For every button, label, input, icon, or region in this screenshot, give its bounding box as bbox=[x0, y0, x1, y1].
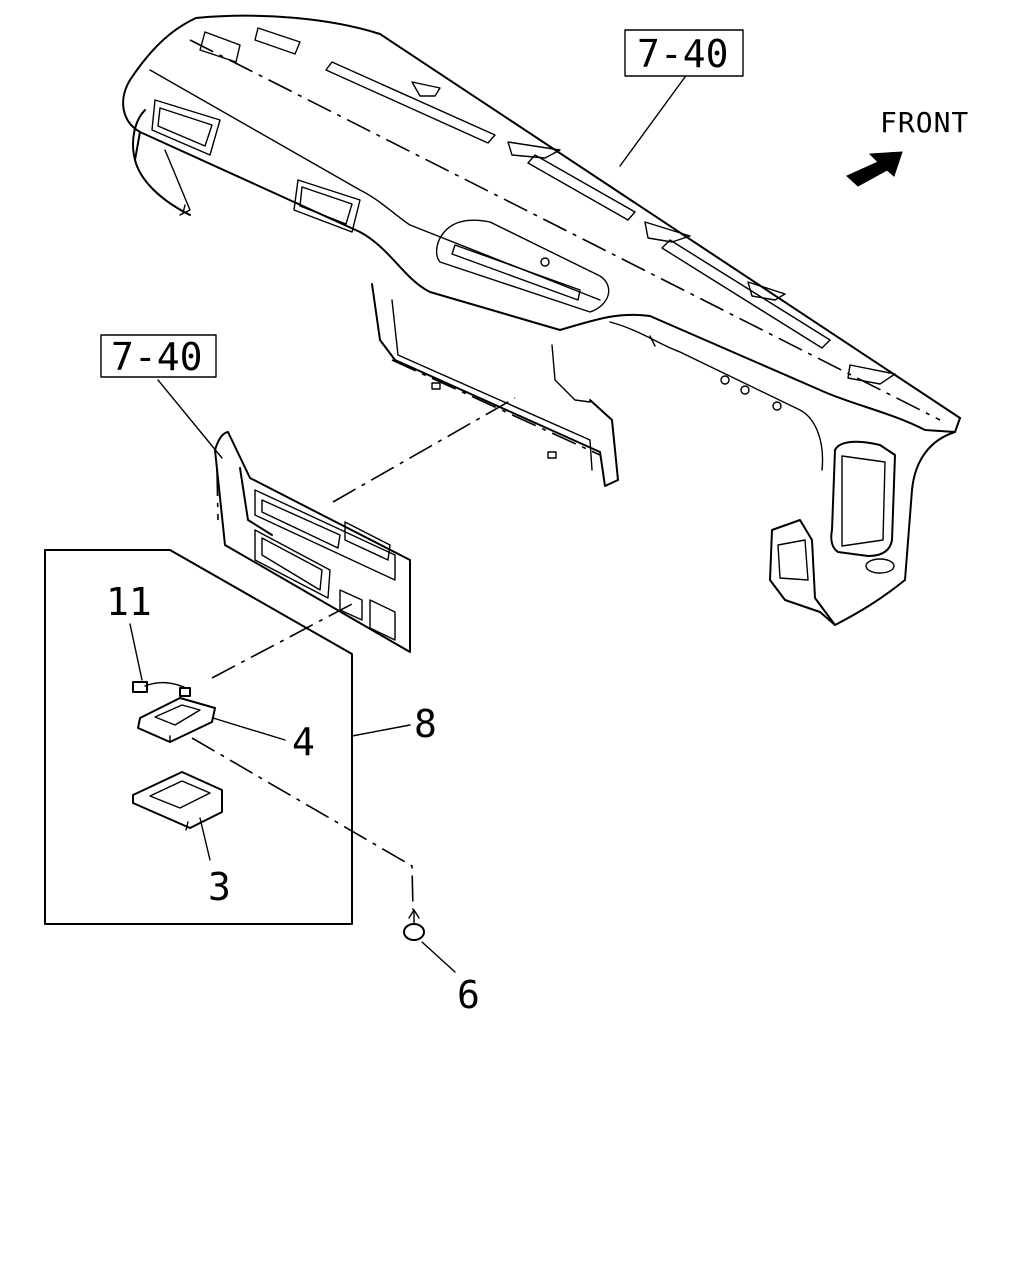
part-3-tray bbox=[132, 771, 223, 831]
callout-6[interactable]: 6 bbox=[457, 973, 480, 1017]
callout-8[interactable]: 8 bbox=[414, 702, 437, 746]
callout-11[interactable]: 11 bbox=[106, 580, 152, 624]
callout-4[interactable]: 4 bbox=[292, 720, 315, 764]
dashboard-illustration bbox=[122, 14, 961, 626]
part-4-housing bbox=[137, 697, 216, 743]
part-6-clip bbox=[403, 909, 425, 941]
leader-lines bbox=[129, 76, 686, 973]
reference-box-2[interactable]: 7-40 bbox=[100, 334, 217, 379]
front-arrow-icon bbox=[846, 151, 903, 187]
part-11-harness bbox=[132, 681, 191, 697]
kit-outline bbox=[44, 549, 353, 925]
center-bezel-illustration bbox=[214, 431, 411, 653]
callout-3[interactable]: 3 bbox=[208, 865, 231, 909]
reference-label: 7-40 bbox=[111, 335, 203, 379]
reference-box-1[interactable]: 7-40 bbox=[624, 29, 744, 77]
reference-label: 7-40 bbox=[637, 32, 729, 76]
front-label: FRONT bbox=[880, 106, 969, 139]
